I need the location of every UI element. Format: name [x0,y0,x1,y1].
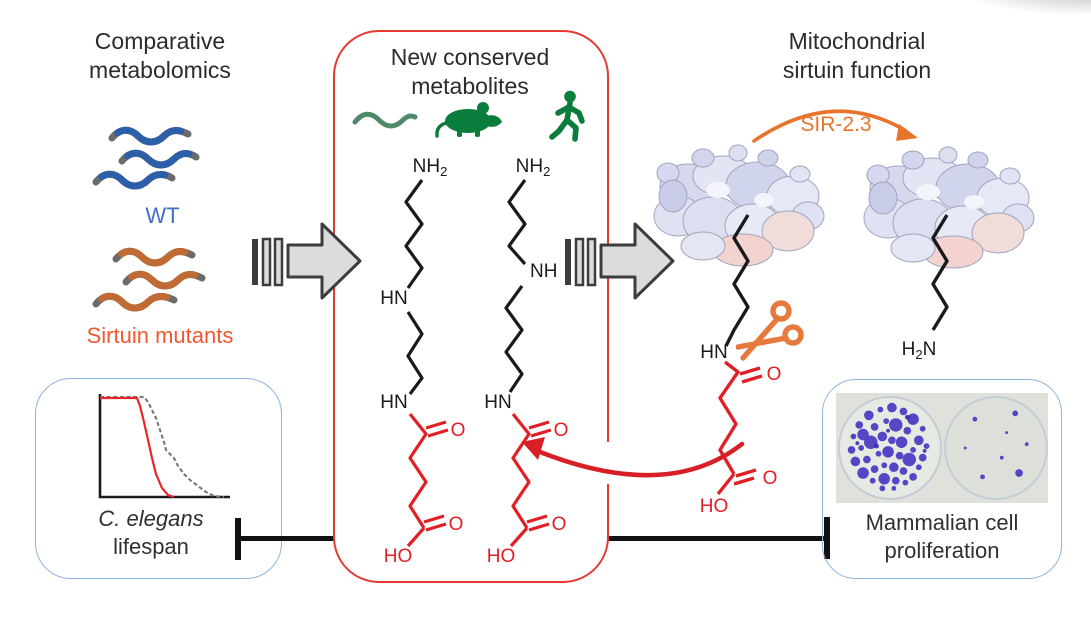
metabolites-title-line1: New conserved [390,44,550,70]
colony-dots-dense [847,402,930,492]
dish-many-colonies [838,396,942,500]
lifespan-inhibition-bar [235,518,241,560]
survival-curve-plot [98,394,230,499]
proliferation-caption: Mammalian cell proliferation [833,509,1051,565]
flow-arrow-left [252,222,362,300]
o-label: O [767,364,782,385]
worm-icon [352,111,418,129]
human-icon [549,90,585,142]
hn-label: HN [380,288,407,309]
dish-few-colonies [944,396,1048,500]
hn-label: HN [380,392,407,413]
sir23-reaction-arrow: SIR-2.3 [752,109,918,143]
ho-label: HO [700,496,729,517]
wt-worms-icon [92,126,200,190]
sirtuin-title-line2: sirtuin function [782,57,932,83]
colony-dots-sparse [963,410,1029,480]
corner-shadow [939,0,1091,18]
deglutarylated-lysine-chain: H2N [902,214,949,362]
metabolite-structures: NH2 NH2 HN NH HN HN O O O O HO HO [380,156,569,567]
ho-label: HO [487,546,516,567]
lifespan-box: C. elegans lifespan [35,378,282,579]
left-panel-title: Comparative metabolomics [50,27,270,85]
lifespan-caption: C. elegans lifespan [46,505,256,561]
proliferation-line2: proliferation [884,538,1000,563]
colony-assay-photo [836,393,1048,503]
scissors-icon [736,300,804,361]
ho-label: HO [384,546,413,567]
border-gap [599,442,609,484]
wt-label: WT [145,203,180,228]
mouse-icon [435,102,502,138]
hn-label: HN [700,342,727,363]
o-label: O [449,514,464,535]
proliferation-inhibition-bar [824,517,830,559]
glutarylated-lysine-chain: HN O O HO [700,214,782,517]
metabolites-title-line2: metabolites [411,73,529,99]
o-label: O [451,420,466,441]
mutant-worms-icon [92,247,206,312]
sirtuin-panel-title: Mitochondrial sirtuin function [737,27,977,85]
lifespan-species: C. elegans [98,506,204,531]
nh2-label: NH2 [516,156,551,179]
nh-label: NH [530,261,557,282]
sirtuin-mutants-label: Sirtuin mutants [86,323,234,348]
left-title-line2: metabolomics [89,57,231,83]
o-label: O [552,514,567,535]
nh2-label: NH2 [413,156,448,179]
sirtuin-title-line1: Mitochondrial [788,28,926,54]
lifespan-inhibition-line [241,536,334,541]
h2n-label: H2N [902,339,937,362]
flow-arrow-right [565,222,675,300]
proliferation-box: Mammalian cell proliferation [822,379,1062,579]
lifespan-word: lifespan [113,534,189,559]
hn-label: HN [484,392,511,413]
metabolites-title: New conserved metabolites [345,43,595,101]
left-title-line1: Comparative [94,28,226,54]
proliferation-line1: Mammalian cell [865,510,1019,535]
o-label: O [554,420,569,441]
o-label: O [763,468,778,489]
sir23-label: SIR-2.3 [800,113,871,136]
proliferation-inhibition-line [606,536,827,541]
glutaryl-return-arrow [522,437,745,478]
